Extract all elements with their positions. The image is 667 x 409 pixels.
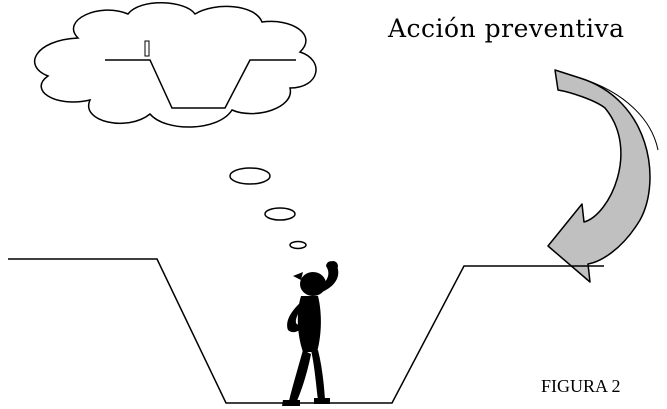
thought-bubble-medium [264,207,296,221]
thought-bubbles [229,167,307,250]
figure-number-label: FIGURA 2 [541,376,621,396]
cloud-pit-sketch [105,40,296,109]
thought-bubble-large [229,167,271,185]
thought-bubble-small [289,240,307,250]
pit-outline [8,258,604,404]
preventive-action-label: Acción preventiva [388,14,625,43]
curved-arrow-icon [547,69,659,283]
cloud-person-marker [144,40,150,57]
thought-cloud-icon [34,2,317,128]
pondering-person-icon [282,261,339,406]
